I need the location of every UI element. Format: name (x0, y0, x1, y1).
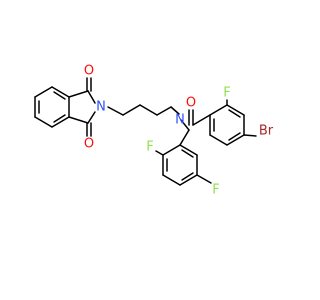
bond (209, 134, 228, 146)
bond (209, 104, 228, 116)
bond (34, 86, 53, 98)
atom-o-top: O (84, 64, 94, 79)
atom-f-ortho: F (146, 140, 153, 155)
bond (68, 116, 89, 124)
bond (179, 174, 198, 186)
bond (155, 150, 164, 156)
atom-f-benzoyl: F (223, 86, 230, 101)
bond (181, 149, 194, 158)
bond (226, 134, 245, 146)
atom-br: Br (259, 124, 274, 139)
bond (51, 116, 70, 128)
bond (179, 144, 198, 156)
bond (87, 90, 96, 104)
structure-svg: O O N N O F Br F F (34, 64, 274, 198)
bond (162, 144, 181, 156)
bond (196, 174, 212, 184)
bond (228, 132, 241, 141)
atom-n-imide: N (96, 100, 106, 115)
atom-n-amide: N (175, 113, 185, 128)
bond (162, 174, 181, 186)
bond (53, 114, 66, 123)
bond (51, 86, 70, 98)
bond (139, 104, 158, 116)
bond (228, 109, 241, 118)
atom-labels: O O N N O F Br F F (84, 64, 274, 198)
bond (156, 106, 172, 116)
bond (226, 104, 245, 116)
atom-o-bottom: O (84, 137, 94, 152)
bond (243, 134, 257, 137)
bond (122, 104, 141, 116)
bond (179, 129, 190, 146)
bond (34, 116, 53, 128)
bonds (34, 77, 257, 186)
bond (170, 106, 180, 115)
atom-f-para: F (212, 183, 219, 198)
bond (180, 119, 190, 131)
bond (107, 106, 124, 116)
bond (192, 114, 211, 126)
bond (53, 91, 66, 100)
molecule-diagram: O O N N O F Br F F (34, 64, 274, 198)
bond (87, 111, 96, 124)
atom-o-amide: O (186, 96, 196, 111)
bond (181, 172, 194, 181)
bond (68, 90, 89, 98)
